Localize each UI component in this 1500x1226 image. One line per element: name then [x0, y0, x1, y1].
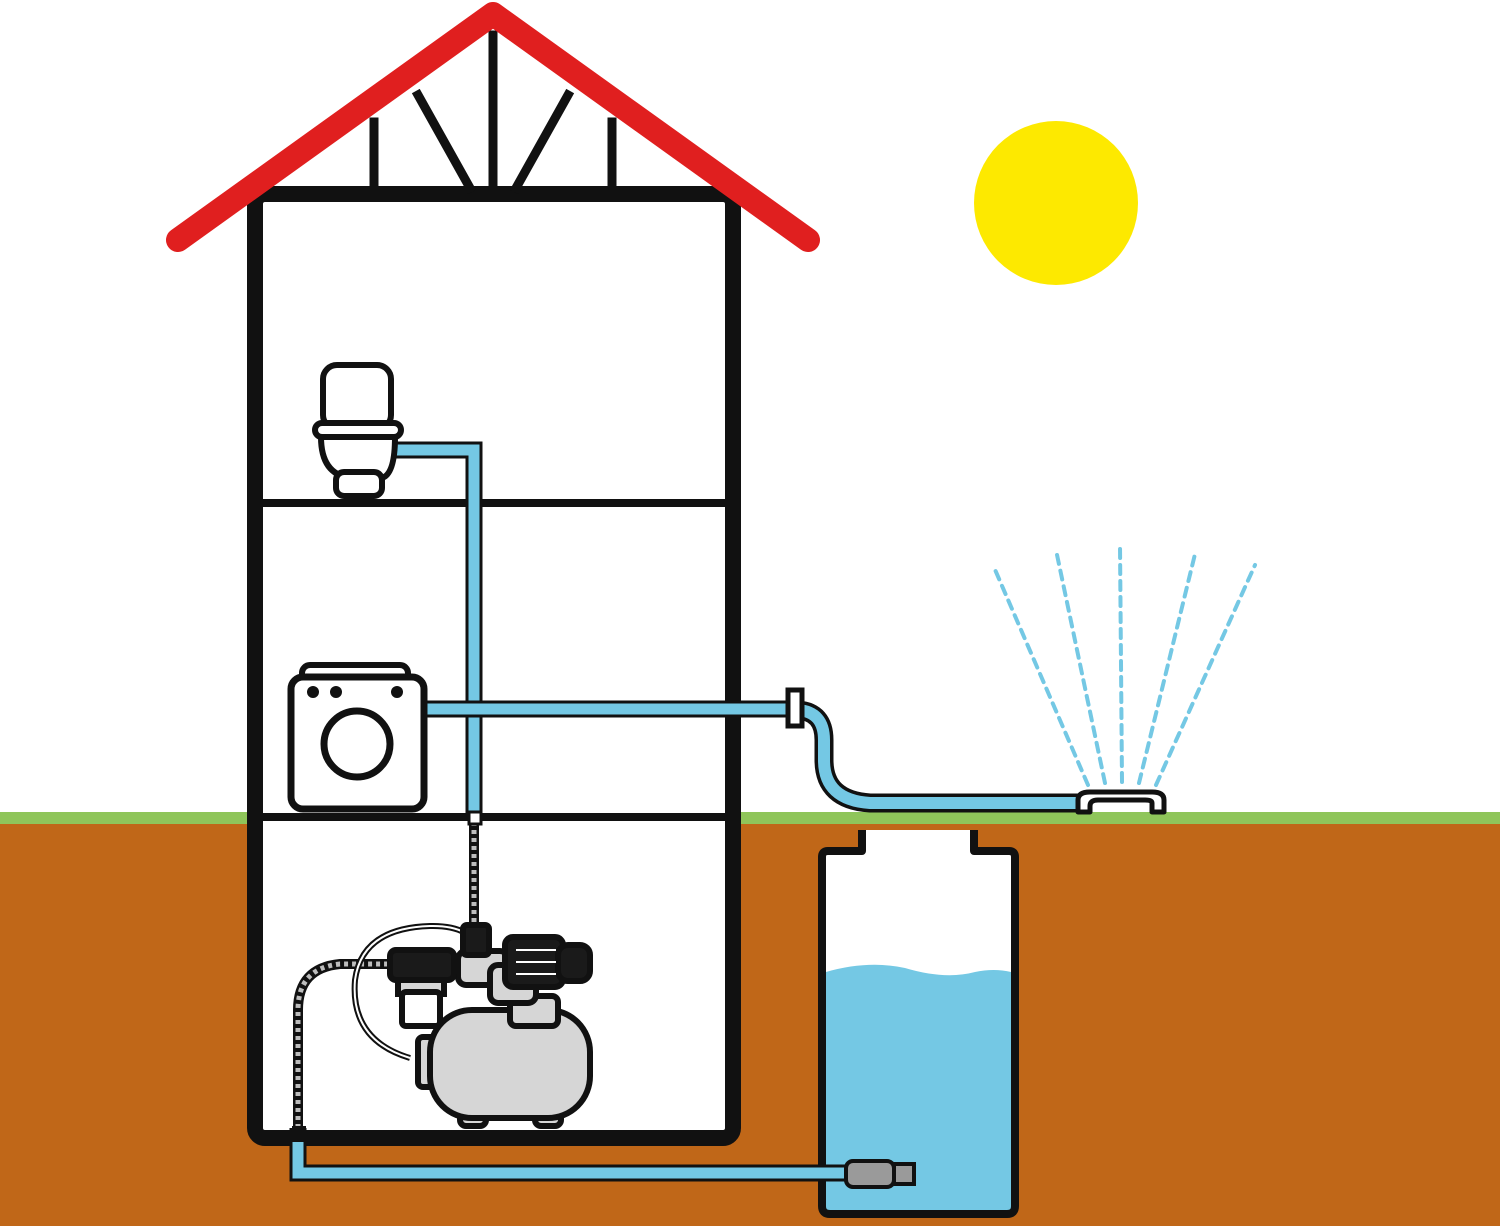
suction-hose	[289, 1128, 862, 1182]
house-water-pipes	[392, 441, 790, 815]
roof	[166, 2, 820, 252]
lawn-sprinkler-icon	[1075, 789, 1167, 815]
braided-hoses	[292, 810, 483, 1142]
outdoor-tap-icon	[785, 687, 805, 729]
rainwater-cistern	[818, 830, 1019, 1218]
toilet-icon	[312, 362, 404, 499]
sun-icon	[974, 121, 1138, 285]
pressure-pump-icon	[455, 922, 593, 1006]
sky	[0, 0, 1500, 820]
intake-filter-icon	[844, 1159, 916, 1189]
pressure-tank-icon	[415, 993, 593, 1129]
washing-machine-icon	[287, 662, 428, 813]
garden-hose	[788, 700, 1090, 813]
stored-water	[826, 964, 1011, 1210]
pre-filter-icon	[387, 947, 457, 1029]
grass-line	[0, 812, 1500, 824]
water-spray	[991, 543, 1257, 787]
roof-truss	[369, 30, 617, 195]
